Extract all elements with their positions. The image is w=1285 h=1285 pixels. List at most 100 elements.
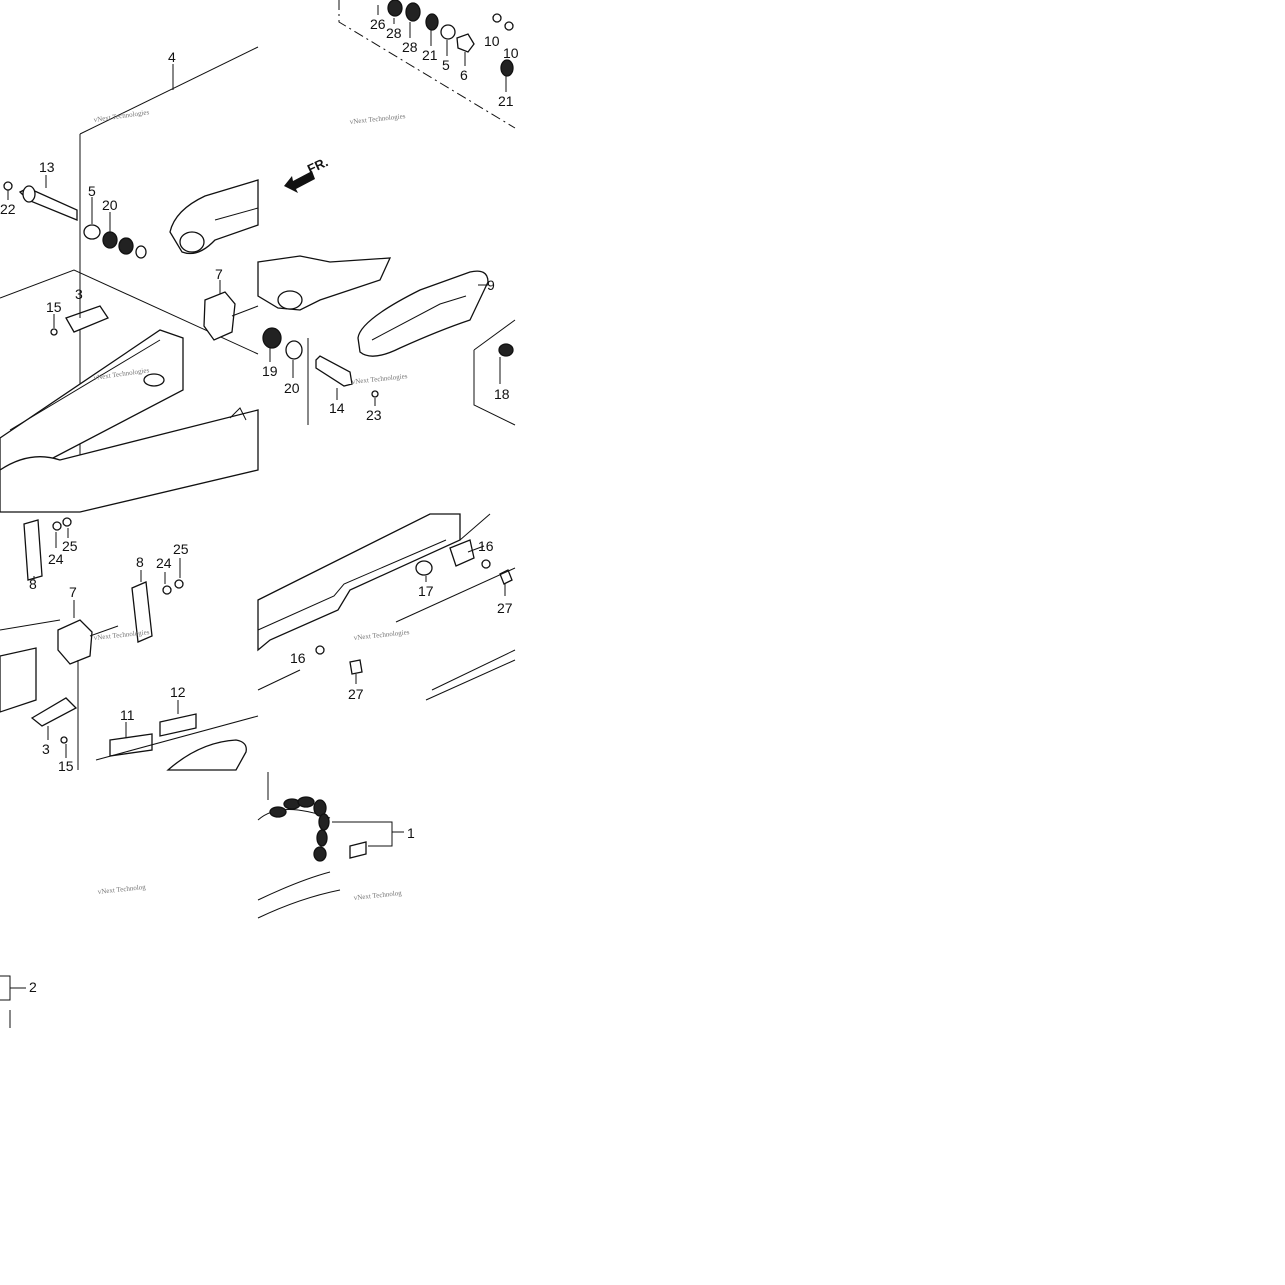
callout-14: 14 [329,400,345,416]
front-arrow-label: FR. [305,154,330,176]
seal-ring [118,237,134,255]
bolt-27b [349,659,363,675]
case-edge [257,539,447,631]
callout-28: 28 [386,25,402,41]
callout-6: 6 [460,67,468,83]
callout-17: 17 [418,583,434,599]
box-line-2 [425,659,516,701]
pivot-bolt-head [22,185,36,203]
callout-3: 3 [42,741,50,757]
plate-8b [131,581,153,643]
chain-line-4 [257,889,341,919]
bolt-15 [50,328,58,336]
front-arrow-icon [284,171,315,193]
box-bottom-line [95,715,259,761]
collar-17 [415,560,433,576]
bolt-15b [60,736,68,744]
watermark: vNext Technologies [349,112,406,126]
slider-plate-3 [65,305,109,333]
callout-4: 4 [168,49,176,65]
tile-swingarm: vNext Technologies [0,269,259,513]
callout-23: 23 [366,407,382,423]
tile-drive-chain: vNext Technolog [257,772,404,919]
washer-24b [162,585,172,595]
tile-empty-left: vNext Technolog [97,883,146,896]
grommet-16a [449,539,475,567]
drive-chain [269,796,330,862]
callout-9: 9 [487,277,495,293]
box-line-4 [395,567,516,623]
callout-10: 10 [484,33,500,49]
bearing-19 [262,327,282,349]
bearing-28a [387,0,403,17]
callout-7: 7 [215,266,223,282]
callout-19: 19 [262,363,278,379]
box-outline [0,269,259,355]
tile-chain-case: vNext Technologies [257,513,516,701]
collar-5b [440,24,456,40]
callout-15: 15 [46,299,62,315]
chain-guide-9 [357,270,489,357]
callout-11: 11 [120,707,135,723]
callout-24: 24 [156,555,172,571]
adjuster-7 [203,291,236,341]
nut-25a [62,517,72,527]
watermark: vNext Technologies [351,372,408,386]
callout-12: 12 [170,684,186,700]
bracket [229,407,247,421]
callout-26: 26 [370,16,386,32]
callout-10: 10 [503,45,519,61]
box-edge-2 [473,319,516,351]
label-12 [159,713,197,737]
bracket-1 [332,821,393,847]
callout-20: 20 [102,197,118,213]
callout-15: 15 [58,758,74,774]
box-line-1 [257,669,301,691]
washer-16 [481,559,491,569]
label-11 [109,733,153,757]
seal-21b [500,59,514,77]
bearing-28b [405,2,421,22]
callout-24: 24 [48,551,64,567]
callout-20: 20 [284,380,300,396]
callout-27: 27 [348,686,364,702]
callout-8: 8 [29,576,37,592]
callout-5: 5 [442,57,450,73]
callout-5: 5 [88,183,96,199]
tile-adjusters: vNext Technologies [0,517,259,771]
watermark: vNext Technolog [97,883,146,896]
nut-25b [174,579,184,589]
callout-21: 21 [498,93,514,109]
adjuster-7b [57,619,93,665]
swingarm-upper-left [0,329,184,481]
bracket-2 [0,975,11,1001]
seal-20 [285,340,303,360]
callout-3: 3 [75,286,83,302]
callout-2: 2 [29,979,37,995]
collar-5 [83,224,101,240]
callout-16: 16 [290,650,306,666]
swingarm-end-b [166,739,247,771]
washer-24a [52,521,62,531]
callout-8: 8 [136,554,144,570]
tile-pivot: vNext Technologies [3,46,259,512]
leader-16a [467,545,485,553]
cap-18 [498,343,514,357]
slot [143,373,165,387]
callout-7: 7 [69,584,77,600]
swingarm-stub [0,647,37,713]
pivot-boss-2 [277,290,303,310]
callout-21: 21 [422,47,438,63]
box-line-5 [459,513,491,541]
guide-inner [371,295,467,341]
adjuster-bolt-b [89,625,119,637]
callout-labels: 26 28 28 21 5 6 10 10 21 4 13 22 5 20 15… [0,16,519,995]
adjuster-bolt [231,305,259,317]
callout-22: 22 [0,201,16,217]
chain-label [349,841,367,859]
chain-case [257,513,461,652]
watermark: vNext Technolog [353,889,402,902]
callout-13: 13 [39,159,55,175]
box-top-line [0,619,61,631]
